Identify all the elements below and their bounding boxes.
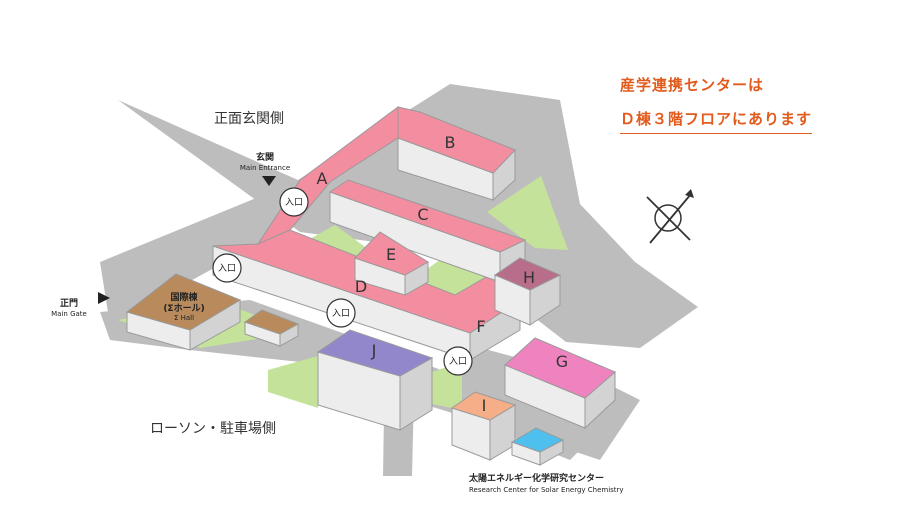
road-left: [100, 180, 320, 325]
building-label-h: H: [523, 268, 535, 287]
building-label-b: B: [445, 133, 456, 152]
building-label-c: C: [417, 205, 428, 224]
lawn-bottom: [268, 356, 318, 408]
building-label-j: J: [371, 341, 377, 360]
solar-center-en: Research Center for Solar Energy Chemist…: [469, 486, 624, 494]
north-compass-icon: [646, 189, 694, 244]
entrance-label: 入口: [218, 263, 236, 274]
entrance-label: 入口: [449, 356, 467, 367]
building-i-roof: [450, 391, 517, 421]
main-entrance-en: Main Entrance: [240, 164, 290, 172]
main-gate-en: Main Gate: [51, 310, 87, 318]
entrance-marker-d[interactable]: 入口: [326, 298, 356, 328]
building-label-e: E: [386, 245, 396, 264]
building-g-roof: [504, 337, 616, 399]
building-c-roof: [328, 179, 527, 253]
hall-label-ja: 国際棟: [170, 291, 198, 303]
lawn-right: [487, 176, 568, 250]
building-label-f: F: [476, 317, 485, 336]
hall-label-en: Σ Hall: [174, 314, 194, 322]
hall-label-sigma: (Σホール): [163, 303, 204, 314]
building-e-roof: [354, 231, 429, 276]
lawn-courtyard-left: [308, 225, 372, 264]
building-label-i: I: [482, 396, 487, 415]
entrance-label: 入口: [285, 197, 303, 208]
arrow-right-icon: [98, 292, 110, 304]
building-label-g: G: [556, 352, 568, 371]
building-label-a: A: [317, 169, 328, 188]
building-h-roof: [493, 257, 562, 291]
notice-line-1: 産学連携センターは: [620, 76, 765, 94]
main-entrance-ja: 玄関: [256, 151, 274, 163]
lawson-parking-side-label: ローソン・駐車場側: [150, 421, 276, 437]
building-solar-roof: [510, 427, 565, 453]
building-label-d: D: [355, 277, 367, 296]
notice-line-2: Ｄ棟３階フロアにあります: [620, 108, 813, 134]
main-gate-ja: 正門: [60, 298, 78, 309]
entrance-marker-a[interactable]: 入口: [279, 187, 309, 217]
entrance-label: 入口: [332, 308, 350, 319]
solar-center-ja: 太陽エネルギー化学研究センター: [468, 472, 604, 484]
entrance-marker-f[interactable]: 入口: [443, 346, 473, 376]
building-j-roof: [316, 329, 434, 377]
hall-roof: [125, 273, 242, 331]
entrance-marker-west[interactable]: 入口: [212, 253, 242, 283]
front-entrance-side-label: 正面玄関側: [214, 111, 284, 127]
hall-annex-roof: [243, 309, 300, 335]
arrow-down-icon: [262, 176, 276, 186]
